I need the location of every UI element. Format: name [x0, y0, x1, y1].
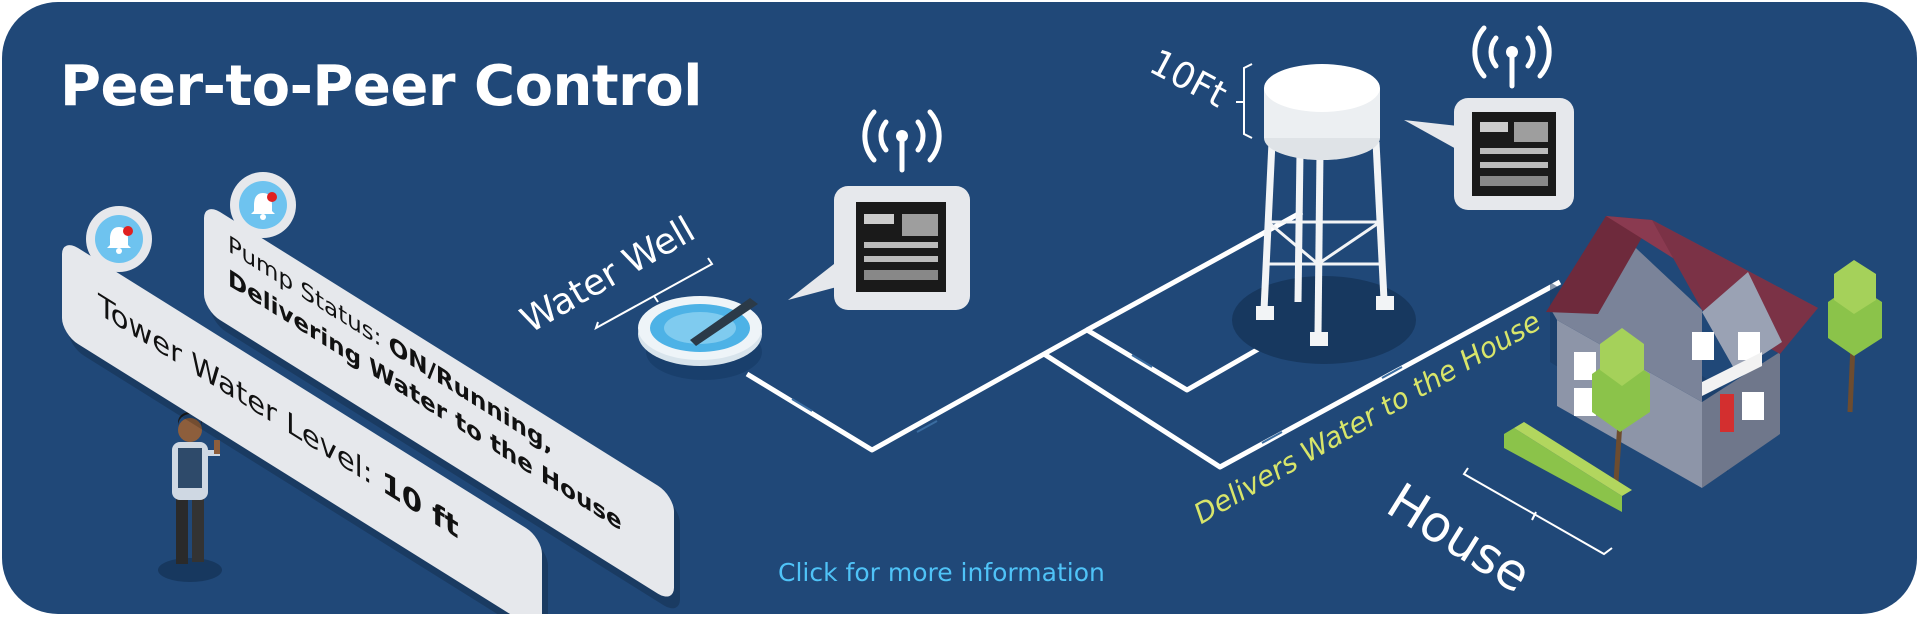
well-bracket	[594, 257, 714, 331]
tree	[1592, 328, 1650, 483]
tower-card-bell	[86, 206, 152, 272]
bell-icon	[239, 181, 287, 229]
person	[158, 412, 222, 582]
pipe-junction-to-house	[1042, 279, 1562, 470]
pipe-well-to-junction	[745, 327, 1264, 453]
tree	[1828, 260, 1882, 413]
pump-card-bell	[230, 172, 296, 238]
bell-icon	[95, 215, 143, 263]
wifi-icon	[862, 109, 942, 173]
house-bracket	[1462, 467, 1613, 556]
hedge	[1504, 422, 1632, 512]
tower-controller	[1404, 98, 1574, 210]
flow-arrows	[791, 354, 1403, 444]
water-tower	[1232, 64, 1416, 364]
more-info-link[interactable]: Click for more information	[778, 558, 1105, 587]
tower-height-bracket	[1236, 63, 1253, 139]
wifi-icon	[1472, 25, 1552, 89]
page-title: Peer-to-Peer Control	[60, 54, 702, 119]
well-controller	[788, 186, 970, 310]
water-well	[638, 296, 762, 380]
